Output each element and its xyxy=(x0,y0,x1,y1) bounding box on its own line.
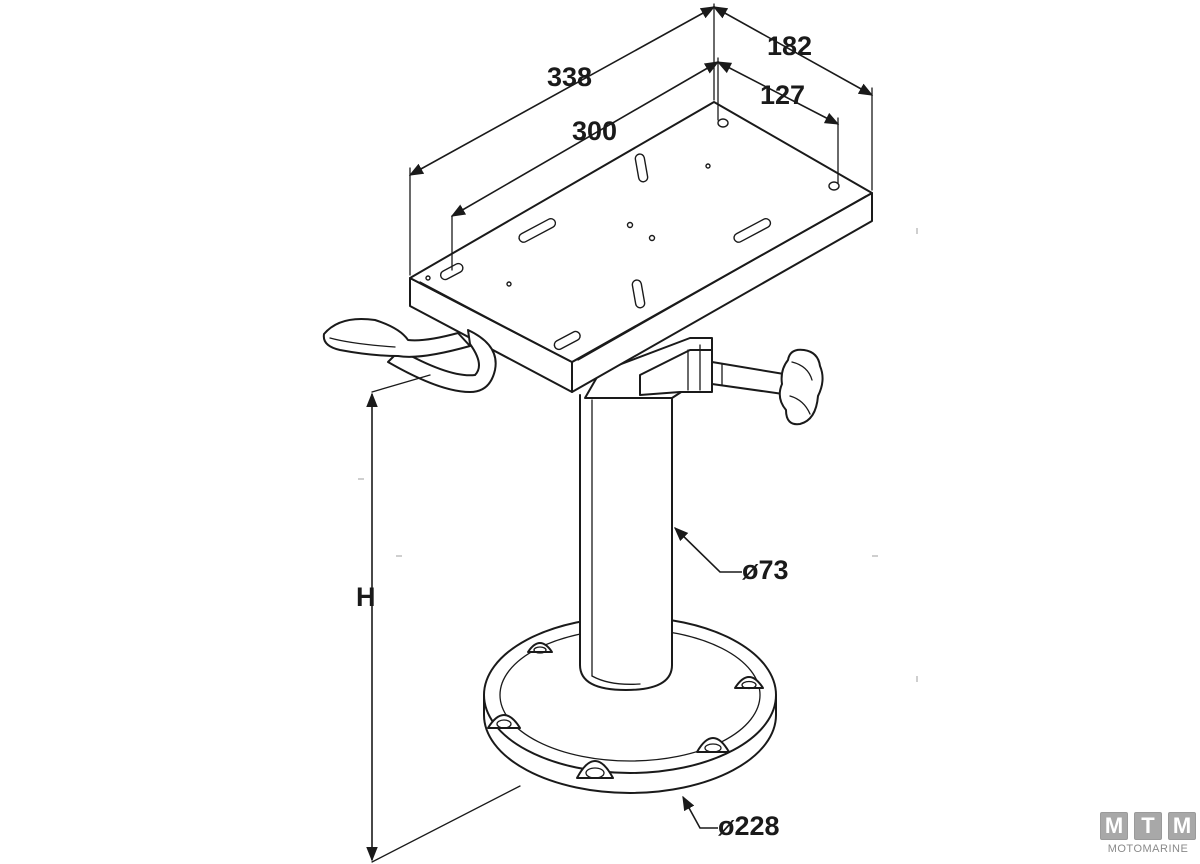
dimension-338: 338 xyxy=(547,62,593,92)
logo-brand-text: MOTOMARINE xyxy=(1107,843,1189,855)
dimension-base-diameter: ø228 xyxy=(718,811,780,841)
dimension-height: H xyxy=(356,582,376,612)
mtm-logo: M T M MOTOMARINE xyxy=(1100,812,1196,862)
dimension-column-diameter: ø73 xyxy=(742,555,789,585)
seat-plate xyxy=(409,101,873,393)
dimension-127: 127 xyxy=(760,80,806,110)
locking-knob xyxy=(711,348,824,426)
dimension-lines xyxy=(366,3,874,863)
dimension-182: 182 xyxy=(767,31,813,61)
dimension-300: 300 xyxy=(572,116,618,146)
column xyxy=(579,394,673,695)
logo-letter-2: T xyxy=(1134,812,1162,840)
logo-letter-3: M xyxy=(1168,812,1196,840)
swivel-hub xyxy=(584,337,713,399)
registration-marks xyxy=(358,228,918,682)
logo-letters: M T M xyxy=(1100,812,1196,840)
base-bolt-holes xyxy=(487,642,764,779)
logo-letter-1: M xyxy=(1100,812,1128,840)
release-lever xyxy=(322,318,497,393)
